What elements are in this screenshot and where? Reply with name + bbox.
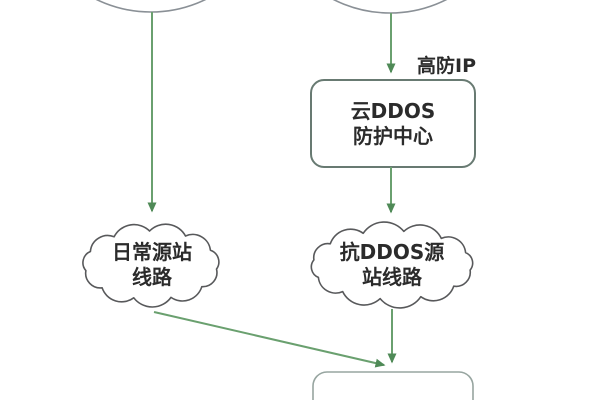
client-node-left-circle: [95, 0, 207, 13]
ddos-protection-center-box: [310, 79, 476, 168]
anti-ddos-origin-cloud-shape: [310, 221, 474, 309]
gaofang-ip-label: 高防IP: [417, 55, 476, 77]
origin-server-box: [312, 371, 474, 400]
client-node-right-circle: [332, 0, 448, 14]
arrow-daily-origin-to-origin-server: [153, 311, 386, 368]
daily-origin-cloud-shape: [82, 223, 220, 308]
